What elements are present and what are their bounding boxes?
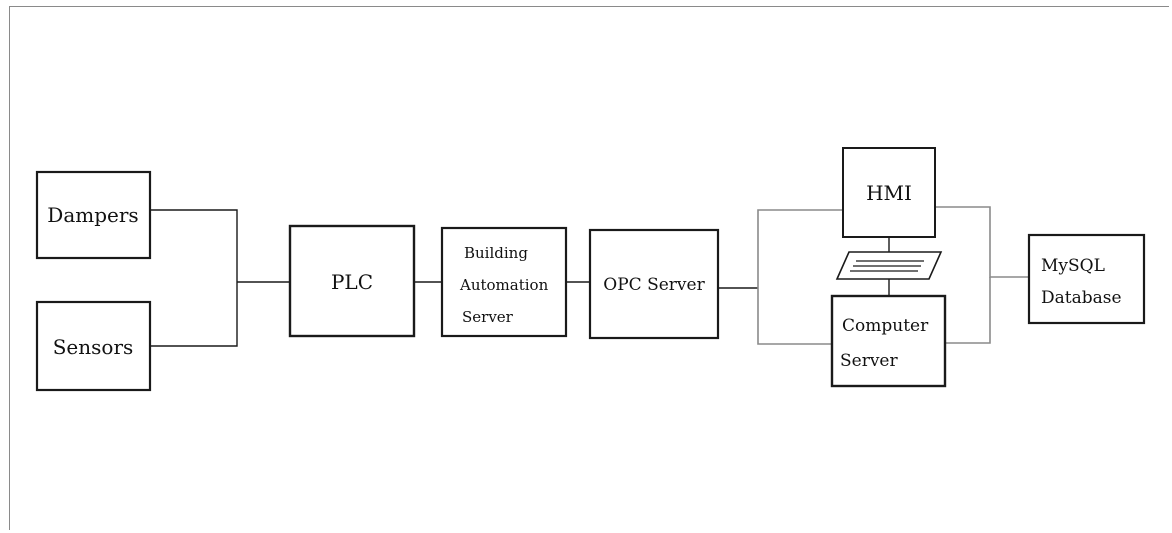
diagram-frame xyxy=(9,6,1169,530)
node-hmi: HMI xyxy=(842,147,936,238)
dampers-box xyxy=(35,170,152,260)
node-dampers: Dampers xyxy=(35,170,152,260)
edge-dampers-bus xyxy=(150,209,238,282)
connectors xyxy=(150,206,1029,347)
sensors-box xyxy=(35,300,152,392)
mysql-database-label-line-2: Database xyxy=(1041,288,1122,308)
edge-hmi-mysql xyxy=(935,206,1029,278)
building-automation-server-label-line-2: Automation xyxy=(459,276,549,294)
hmi-label: HMI xyxy=(866,181,912,205)
node-plc: PLC xyxy=(288,224,416,338)
mysql-database-label-line-1: MySQL xyxy=(1041,256,1105,276)
node-sensors: Sensors xyxy=(35,300,152,392)
building-automation-server-label-line-1: Building xyxy=(464,244,528,262)
computer-server-box xyxy=(830,294,947,388)
computer-server-label-line-2: Server xyxy=(840,351,898,371)
edge-sensors-bus xyxy=(150,282,238,347)
opc-server-box xyxy=(588,228,720,340)
opc-server-label: OPC Server xyxy=(603,275,705,295)
plc-label: PLC xyxy=(331,270,373,294)
sensors-label: Sensors xyxy=(53,335,134,359)
edge-computer-server-mysql xyxy=(945,277,991,344)
node-mysql-database: MySQL Database xyxy=(1027,233,1146,325)
node-opc-server: OPC Server xyxy=(588,228,720,340)
hmi-box xyxy=(842,147,936,238)
edge-bus-hmi xyxy=(757,209,843,345)
node-computer-server: Computer Server xyxy=(830,294,947,388)
building-automation-server-box xyxy=(440,226,568,338)
node-building-automation-server: Building Automation Server xyxy=(440,226,568,338)
building-automation-server-label-line-3: Server xyxy=(462,308,514,326)
plc-box xyxy=(288,224,416,338)
computer-server-label-line-1: Computer xyxy=(842,316,929,336)
terminal-icon xyxy=(835,251,943,280)
mysql-database-box xyxy=(1027,233,1146,325)
dampers-label: Dampers xyxy=(47,203,138,227)
